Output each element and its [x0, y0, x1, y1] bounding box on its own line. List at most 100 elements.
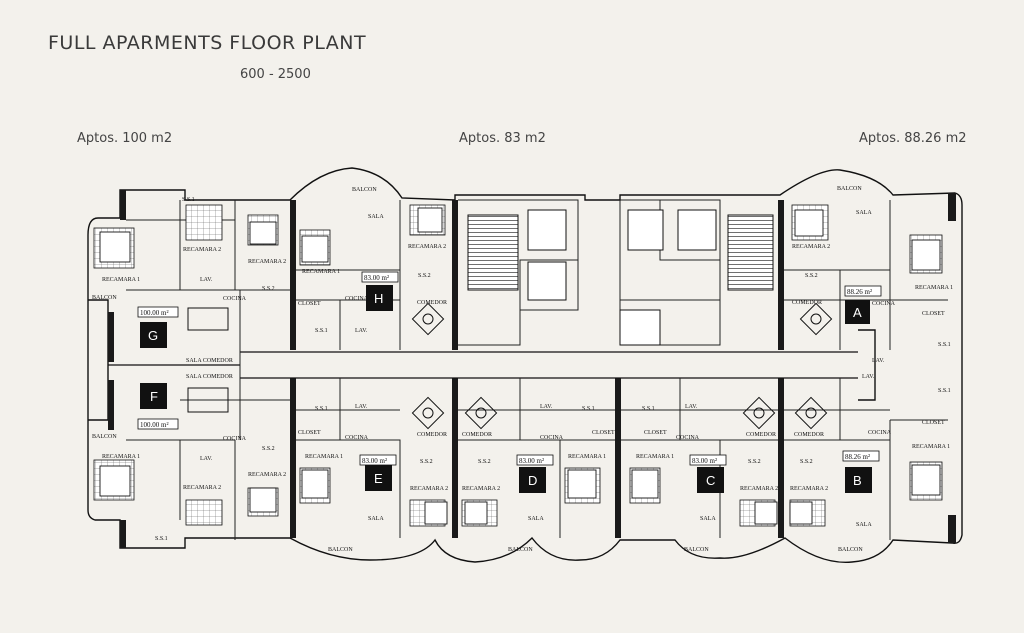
room-label: S.S.1 [182, 197, 195, 203]
dining-tables [187, 302, 833, 430]
room-label: LAV. [862, 374, 875, 380]
room-label: RECAMARA 2 [792, 244, 830, 250]
room-label: RECAMARA 2 [183, 485, 221, 491]
room-label: BALCON [352, 187, 377, 193]
room-label: RECAMARA 1 [636, 454, 674, 460]
unit-marker-h: H [374, 291, 383, 306]
room-labels: BALCON BALCON BALCON BALCON BALCON BALCO… [92, 186, 953, 553]
room-label: COCINA [345, 296, 369, 302]
room-label: RECAMARA 2 [462, 486, 500, 492]
typology-100-label: Aptos. 100 m2 [77, 131, 173, 146]
room-label: RECAMARA 1 [305, 454, 343, 460]
stair-cores [467, 209, 774, 346]
room-label: COMEDOR [792, 300, 822, 306]
room-label: RECAMARA 1 [915, 285, 953, 291]
typology-83-label: Aptos. 83 m2 [459, 131, 546, 146]
room-label: BALCON [328, 547, 353, 553]
room-label: CLOSET [922, 311, 945, 317]
unit-area-g: 100.00 m² [140, 309, 169, 317]
room-label: S.S.2 [262, 286, 275, 292]
room-label: RECAMARA 2 [248, 472, 286, 478]
room-label: LAV. [355, 328, 368, 334]
room-label: RECAMARA 2 [410, 486, 448, 492]
walls [108, 190, 956, 548]
room-label: S.S.2 [478, 459, 491, 465]
room-label: RECAMARA 1 [102, 454, 140, 460]
room-label: S.S.1 [582, 406, 595, 412]
unit-area-e: 83.00 m² [362, 457, 387, 465]
room-label: BALCON [92, 434, 117, 440]
unit-area-h: 83.00 m² [364, 274, 389, 282]
room-label: COMEDOR [794, 432, 824, 438]
unit-area-a: 88.26 m² [847, 288, 872, 296]
room-label: COCINA [223, 296, 247, 302]
room-label: RECAMARA 1 [568, 454, 606, 460]
unit-markers: A B C D E F G H [140, 285, 872, 493]
room-label: RECAMARA 2 [183, 247, 221, 253]
interior-walls [126, 199, 948, 540]
room-label: SALA COMEDOR [186, 358, 233, 364]
room-label: LAV. [540, 404, 553, 410]
room-label: BALCON [92, 295, 117, 301]
room-label: COMEDOR [417, 300, 447, 306]
room-label: S.S.2 [418, 273, 431, 279]
unit-area-c: 83.00 m² [692, 457, 717, 465]
room-label: S.S.2 [420, 459, 433, 465]
room-label: S.S.1 [315, 328, 328, 334]
area-tags: 88.26 m² 88.26 m² 83.00 m² 83.00 m² 83.0… [137, 271, 882, 466]
unit-marker-c: C [706, 473, 715, 488]
room-label: RECAMARA 2 [408, 244, 446, 250]
room-label: COCINA [540, 435, 564, 441]
typology-88-label: Aptos. 88.26 m2 [859, 131, 967, 146]
room-label: BALCON [508, 547, 533, 553]
room-label: RECAMARA 1 [102, 277, 140, 283]
unit-area-d: 83.00 m² [519, 457, 544, 465]
room-label: RECAMARA 2 [790, 486, 828, 492]
room-label: SALA [700, 516, 716, 522]
room-label: CLOSET [592, 430, 615, 436]
unit-area-f: 100.00 m² [140, 421, 169, 429]
room-label: CLOSET [644, 430, 667, 436]
unit-marker-f: F [150, 389, 158, 404]
room-label: COMEDOR [462, 432, 492, 438]
room-label: LAV. [872, 358, 885, 364]
beds [99, 207, 941, 525]
unit-marker-e: E [374, 471, 383, 486]
page-subtitle: 600 - 2500 [240, 67, 311, 82]
room-label: RECAMARA 2 [248, 259, 286, 265]
room-label: S.S.2 [800, 459, 813, 465]
corridor [108, 351, 858, 379]
room-label: CLOSET [922, 420, 945, 426]
unit-marker-g: G [148, 328, 158, 343]
room-label: LAV. [355, 404, 368, 410]
page-title: FULL APARMENTS FLOOR PLANT [48, 32, 367, 54]
room-label: BALCON [684, 547, 709, 553]
room-label: CLOSET [298, 301, 321, 307]
room-label: COCINA [868, 430, 892, 436]
room-label: LAV. [685, 404, 698, 410]
unit-marker-b: B [853, 473, 862, 488]
room-label: COCINA [223, 436, 247, 442]
unit-marker-d: D [528, 473, 537, 488]
room-label: S.S.1 [938, 388, 951, 394]
room-label: S.S.1 [155, 536, 168, 542]
room-label: SALA COMEDOR [186, 374, 233, 380]
room-label: S.S.2 [262, 446, 275, 452]
room-label: COCINA [872, 301, 896, 307]
unit-marker-a: A [853, 305, 862, 320]
room-label: S.S.2 [805, 273, 818, 279]
room-label: BALCON [838, 547, 863, 553]
room-label: CLOSET [298, 430, 321, 436]
room-label: SALA [528, 516, 544, 522]
room-label: LAV. [200, 456, 213, 462]
room-label: RECAMARA 2 [740, 486, 778, 492]
room-label: COCINA [676, 435, 700, 441]
room-label: COMEDOR [417, 432, 447, 438]
room-label: S.S.1 [315, 406, 328, 412]
room-label: RECAMARA 1 [302, 269, 340, 275]
room-label: SALA [368, 516, 384, 522]
room-label: S.S.1 [642, 406, 655, 412]
room-label: COMEDOR [746, 432, 776, 438]
room-label: COCINA [345, 435, 369, 441]
